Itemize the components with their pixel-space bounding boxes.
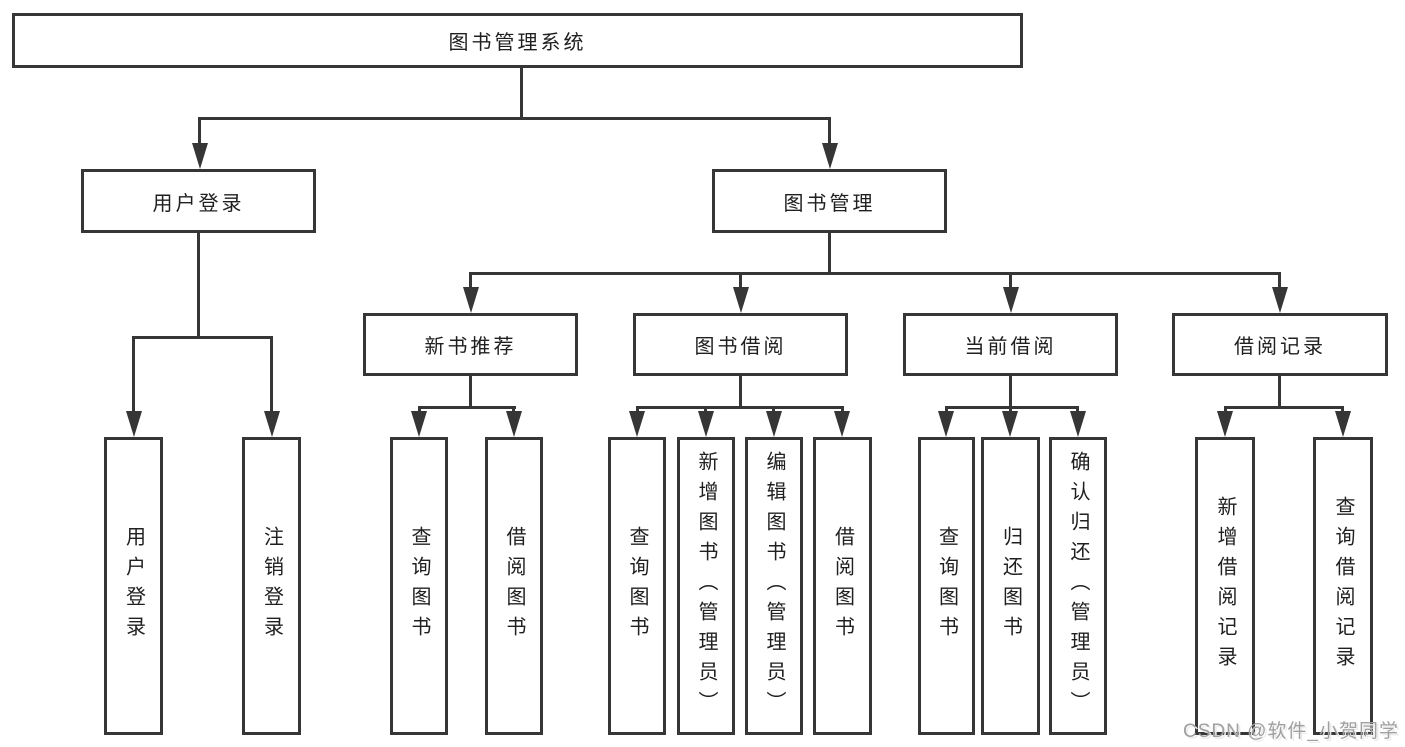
connector-line [739,272,742,292]
watermark-csdn: CSDN @软件_小贺同学 [1183,721,1399,742]
connector-line [418,406,516,409]
connector-line [1076,406,1079,415]
connector-line [945,406,1079,409]
arrow-down-icon [1003,287,1019,313]
connector-line [469,272,1281,275]
connector-line [828,117,831,147]
connector-line [198,117,201,147]
connector-line [469,272,472,292]
node-user-login: 用户登录 [81,169,316,233]
leaf-confirm-return-admin: 确认归还（管理员） [1049,437,1107,735]
leaf-borrow-books: 借阅图书 [813,437,872,735]
arrow-down-icon [822,143,838,169]
connector-line [1278,272,1281,292]
node-label: 查询图书 [408,526,430,646]
leaf-user-login: 用户登录 [104,437,163,735]
connector-line [1009,376,1012,409]
node-label: 编辑图书（管理员） [763,451,785,721]
connector-line [1009,272,1012,292]
connector-line [1009,406,1012,415]
leaf-add-borrow-record: 新增借阅记录 [1195,437,1255,735]
arrow-down-icon [698,411,714,437]
leaf-query-borrow-record: 查询借阅记录 [1313,437,1373,735]
node-label: 当前借阅 [964,336,1057,358]
connector-line [841,406,844,415]
arrow-down-icon [629,411,645,437]
node-label: 图书借阅 [694,336,787,358]
arrow-down-icon [1002,411,1018,437]
leaf-query-books-recommend: 查询图书 [390,437,448,735]
node-library-management-system: 图书管理系统 [12,13,1023,68]
connector-line [520,68,523,120]
arrow-down-icon [463,287,479,313]
node-label: 借阅图书 [503,526,525,646]
connector-line [772,406,775,415]
arrow-down-icon [1335,411,1351,437]
connector-line [132,336,273,339]
node-label: 借阅记录 [1234,336,1326,358]
connector-line [636,406,639,415]
node-new-book-recommendation: 新书推荐 [363,313,578,376]
node-borrowing-records: 借阅记录 [1172,313,1388,376]
connector-line [198,117,831,120]
node-label: 新增图书（管理员） [695,451,717,721]
arrow-down-icon [938,411,954,437]
connector-line [270,336,273,413]
node-label: 注销登录 [260,526,283,646]
leaf-query-books-current: 查询图书 [918,437,975,735]
arrow-down-icon [733,287,749,313]
arrow-down-icon [834,411,850,437]
arrow-down-icon [1070,411,1086,437]
leaf-add-book-admin: 新增图书（管理员） [677,437,735,735]
arrow-down-icon [766,411,782,437]
node-current-borrowing: 当前借阅 [903,313,1118,376]
node-label: 归还图书 [999,526,1022,646]
connector-line [1224,406,1344,409]
leaf-borrow-books-recommend: 借阅图书 [485,437,543,735]
node-label: 图书管理 [783,192,876,215]
leaf-logout: 注销登录 [242,437,301,735]
node-book-management: 图书管理 [712,169,947,233]
node-label: 确认归还（管理员） [1067,451,1089,721]
leaf-edit-book-admin: 编辑图书（管理员） [745,437,803,735]
arrow-down-icon [506,411,522,437]
connector-line [418,406,421,415]
arrow-down-icon [1217,411,1233,437]
arrow-down-icon [126,411,142,437]
node-label: 新书推荐 [424,336,517,358]
connector-line [469,376,472,409]
node-label: 借阅图书 [831,526,854,646]
node-label: 用户登录 [122,526,145,646]
node-book-borrowing: 图书借阅 [633,313,848,376]
arrow-down-icon [264,411,280,437]
leaf-query-books-borrow: 查询图书 [608,437,666,735]
arrow-down-icon [1272,287,1288,313]
node-label: 查询借阅记录 [1332,496,1354,676]
connector-line [512,406,515,415]
connector-line [197,233,200,339]
node-label: 用户登录 [152,192,245,215]
arrow-down-icon [411,411,427,437]
node-label: 查询图书 [626,526,648,646]
connector-line [1341,406,1344,415]
connector-line [739,376,742,409]
connector-line [945,406,948,415]
connector-line [132,336,135,413]
connector-line [704,406,707,415]
arrow-down-icon [192,143,208,169]
leaf-return-book: 归还图书 [981,437,1040,735]
node-label: 查询图书 [935,526,958,646]
connector-line [1278,376,1281,409]
node-label: 新增借阅记录 [1214,496,1236,676]
connector-line [1224,406,1227,415]
node-label: 图书管理系统 [448,32,587,54]
connector-line [828,233,831,275]
connector-line [636,406,844,409]
